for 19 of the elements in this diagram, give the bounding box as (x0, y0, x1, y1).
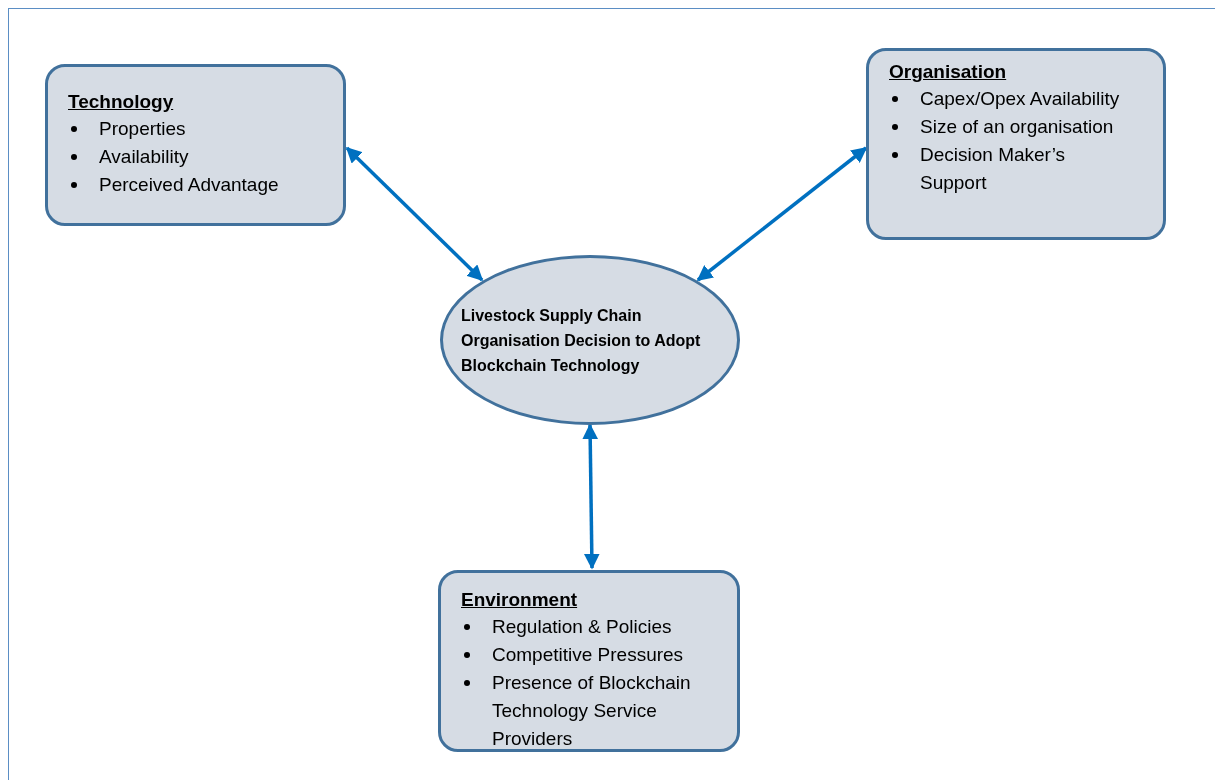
bullet-item: Capex/Opex Availability (920, 87, 1120, 111)
bullet-item: Availability (99, 145, 189, 169)
double-arrow (582, 423, 600, 570)
bullet-item: Perceived Advantage (99, 173, 279, 197)
bullet-item: Decision Maker’s Support (920, 143, 1066, 195)
bullet-item: Presence of Blockchain Technology Service Providers (492, 671, 692, 751)
box-heading: Technology (68, 90, 175, 114)
box-heading: Environment (461, 588, 579, 612)
ellipse-label: Livestock Supply Chain Organisation Decision to Adopt Blockchain Technology (461, 305, 702, 376)
bullet-item: Size of an organisation (920, 115, 1114, 139)
factor-box (438, 570, 740, 752)
bullet-item: Properties (99, 117, 186, 141)
factor-box (45, 64, 346, 226)
double-arrow (696, 146, 868, 282)
bullet-item: Regulation & Policies (492, 615, 672, 639)
bullet-item: Competitive Pressures (492, 643, 684, 667)
factor-box (866, 48, 1166, 240)
double-arrow (345, 146, 484, 282)
box-heading: Organisation (889, 60, 1008, 84)
